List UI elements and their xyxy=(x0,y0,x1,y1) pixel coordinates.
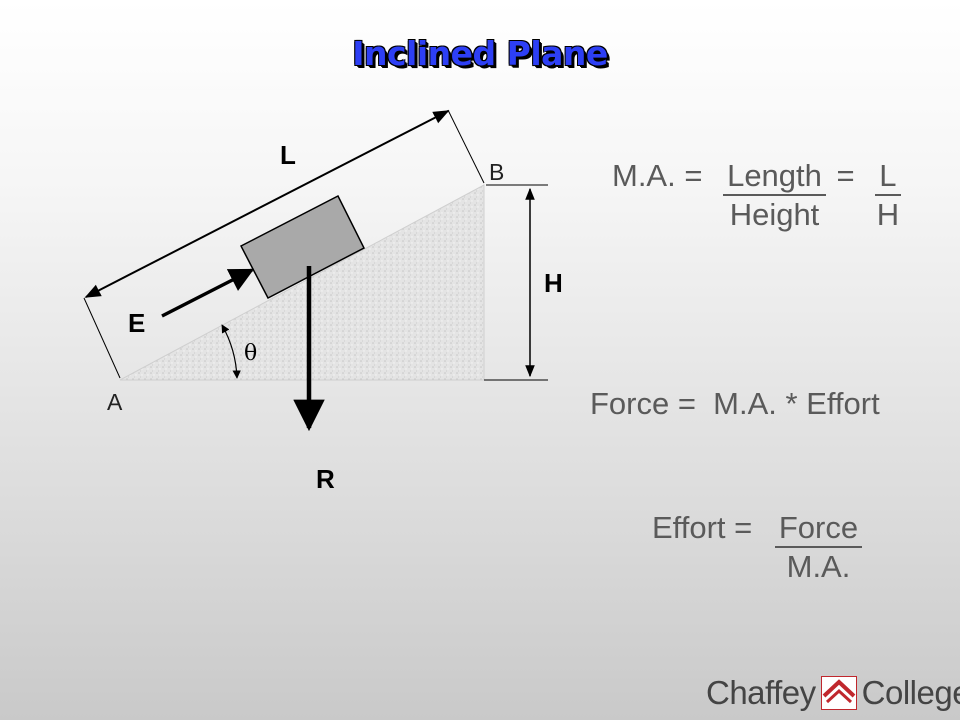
slide-title: Inclined Plane xyxy=(352,34,608,73)
ma-equals: = xyxy=(836,158,855,193)
effort-arrow xyxy=(161,268,255,318)
formula-mechanical-advantage: M.A. = Length Height = L H xyxy=(612,160,901,230)
logo-word-chaffey: Chaffey xyxy=(706,674,816,711)
fraction-numerator-force: Force xyxy=(774,512,863,548)
block xyxy=(239,194,366,300)
length-dimension-arrow xyxy=(84,110,450,298)
length-extension-top xyxy=(447,109,485,184)
length-extension-bottom xyxy=(83,297,121,379)
fraction-denominator-height: Height xyxy=(729,197,820,232)
label-theta: θ xyxy=(244,341,257,366)
l-h-fraction: L H xyxy=(875,160,901,232)
house-roof-icon xyxy=(820,676,857,710)
formula-effort: Effort = Force M.A. xyxy=(652,510,863,584)
effort-lhs: Effort = xyxy=(652,510,753,545)
logo-word-college: College xyxy=(861,674,960,711)
fraction-denominator-h: H xyxy=(876,197,900,232)
label-point-a: A xyxy=(107,389,123,415)
formula-force: Force = M.A. * Effort xyxy=(590,386,880,421)
label-effort: E xyxy=(128,308,145,338)
length-height-fraction: Length Height xyxy=(723,160,826,230)
ma-lhs: M.A. = xyxy=(612,158,703,193)
label-point-b: B xyxy=(489,159,504,185)
fraction-numerator-l: L xyxy=(875,160,901,196)
label-length: L xyxy=(280,140,296,170)
chaffey-college-logo: Chaffey College xyxy=(706,673,960,713)
label-height: H xyxy=(544,268,563,298)
fraction-numerator-length: Length xyxy=(723,160,826,196)
label-resistance: R xyxy=(316,464,335,494)
fraction-denominator-ma: M.A. xyxy=(786,549,851,584)
angle-arc xyxy=(221,324,241,379)
force-ma-fraction: Force M.A. xyxy=(774,512,863,584)
